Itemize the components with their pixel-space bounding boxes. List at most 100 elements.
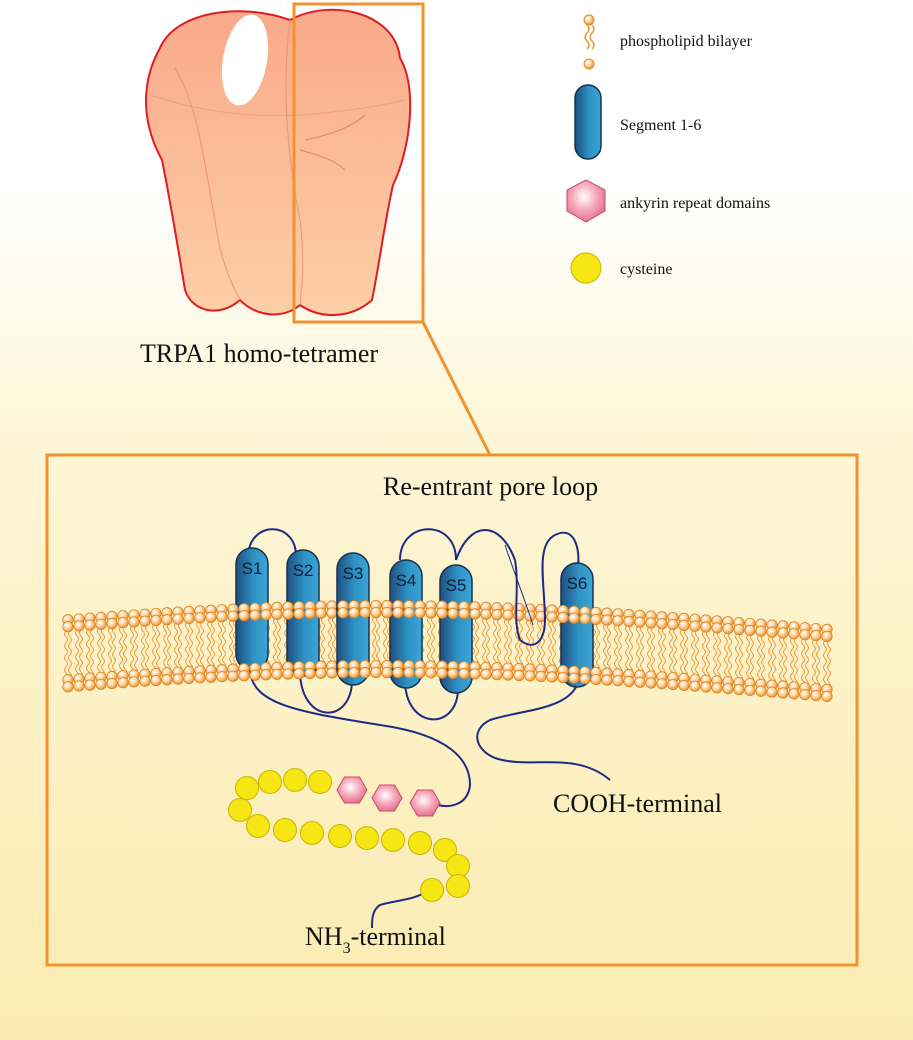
lipid-head	[821, 630, 833, 642]
lipid-head	[436, 607, 448, 619]
lipid-head	[271, 608, 283, 620]
lipid-head	[535, 610, 547, 623]
cysteine-chain	[228, 768, 470, 902]
lipid-head	[381, 666, 393, 679]
lipid-head	[513, 669, 525, 682]
segment-s5: S5	[439, 564, 473, 694]
lipid-head	[645, 677, 657, 689]
lipid-head	[227, 670, 239, 682]
lipid-head	[568, 612, 580, 624]
lipid-head	[766, 626, 778, 638]
lipid-head	[106, 617, 118, 630]
lipid-head	[73, 620, 85, 632]
legend-label-segment: Segment 1-6	[620, 117, 701, 134]
segment-label: S5	[446, 576, 467, 595]
segment-label: S4	[396, 571, 417, 590]
lipid-head	[183, 672, 195, 685]
lipid-head	[799, 689, 811, 701]
lipid-head	[106, 677, 118, 690]
lipid-head	[128, 616, 140, 628]
lipid-head	[304, 607, 316, 620]
lipid-head	[755, 685, 767, 697]
lipid-head	[656, 618, 668, 630]
lipid-head	[194, 612, 206, 624]
lipid-head	[282, 608, 294, 620]
cysteine	[381, 828, 405, 852]
legend: phospholipid bilayer Segment 1-6 ankyrin…	[566, 14, 770, 284]
lipid-head	[150, 614, 162, 627]
segment-s4: S4	[389, 559, 423, 689]
lipid-head	[403, 607, 415, 619]
lipid-head	[821, 690, 833, 702]
lipid-head	[480, 608, 492, 620]
ankyrin-hexagon	[336, 776, 368, 804]
lipid-head	[755, 625, 767, 637]
lipid-head	[546, 671, 558, 683]
lipid-head	[502, 609, 514, 621]
zoom-panel	[45, 453, 859, 967]
cooh-terminal-label: COOH-terminal	[553, 789, 722, 818]
cysteine	[408, 831, 432, 855]
protein-chain	[247, 528, 611, 929]
cysteine	[420, 878, 444, 902]
lipid-head	[216, 671, 228, 683]
cysteine	[446, 874, 470, 898]
lipid-head	[205, 671, 217, 683]
lipid-head	[425, 667, 437, 679]
lipid-head	[282, 668, 294, 680]
lipid-head	[238, 670, 250, 682]
lipid-head	[183, 612, 195, 625]
lipid-head	[678, 679, 690, 691]
zoom-connector-line	[421, 321, 492, 456]
lipid-head	[447, 607, 459, 619]
cysteine	[433, 838, 457, 862]
segment-label: S6	[567, 574, 588, 593]
lipid-head	[645, 617, 657, 629]
legend-label-cysteine: cysteine	[620, 261, 672, 278]
lipid-head	[304, 667, 316, 680]
ankyrin-hexagon	[371, 784, 403, 812]
lipid-head	[315, 607, 327, 619]
cysteine	[308, 770, 332, 794]
ankyrin-repeats	[336, 776, 441, 817]
lipid-head	[623, 675, 635, 688]
lipid-head	[579, 673, 591, 685]
lipid-head	[733, 623, 745, 636]
segment-s3: S3	[336, 552, 370, 686]
lipid-head	[337, 667, 349, 679]
lipid-head	[172, 613, 184, 625]
lipid-head	[700, 621, 712, 633]
ankyrin-hexagon	[409, 789, 441, 817]
legend-label-ankyrin: ankyrin repeat domains	[620, 195, 770, 212]
legend-label-phospholipid: phospholipid bilayer	[620, 33, 753, 50]
lipid-head	[777, 687, 789, 699]
zoom-selection-box	[292, 2, 425, 324]
lipid-head	[326, 607, 338, 619]
lipid-head	[678, 619, 690, 631]
lipid-head	[117, 677, 129, 689]
lipid-head	[381, 606, 393, 619]
lipid-head	[557, 671, 569, 684]
lipid-head	[810, 629, 822, 642]
lipid-head	[117, 617, 129, 629]
lipid-head	[260, 609, 272, 621]
lipid-head	[700, 681, 712, 693]
lipid-head	[348, 667, 360, 679]
lipid-head	[271, 668, 283, 680]
lipid-head	[810, 689, 822, 702]
lipid-head	[744, 624, 756, 637]
lipid-head	[84, 619, 96, 631]
lipid-head	[535, 670, 547, 683]
lipid-head	[689, 620, 701, 632]
lipid-head	[590, 673, 602, 686]
lipid-head	[260, 669, 272, 681]
lipid-head	[667, 618, 679, 631]
lipid-head	[73, 680, 85, 692]
cysteine	[328, 824, 352, 848]
lipid-head	[689, 680, 701, 692]
lipid-head	[491, 609, 503, 621]
hexagon-icon	[566, 179, 606, 223]
